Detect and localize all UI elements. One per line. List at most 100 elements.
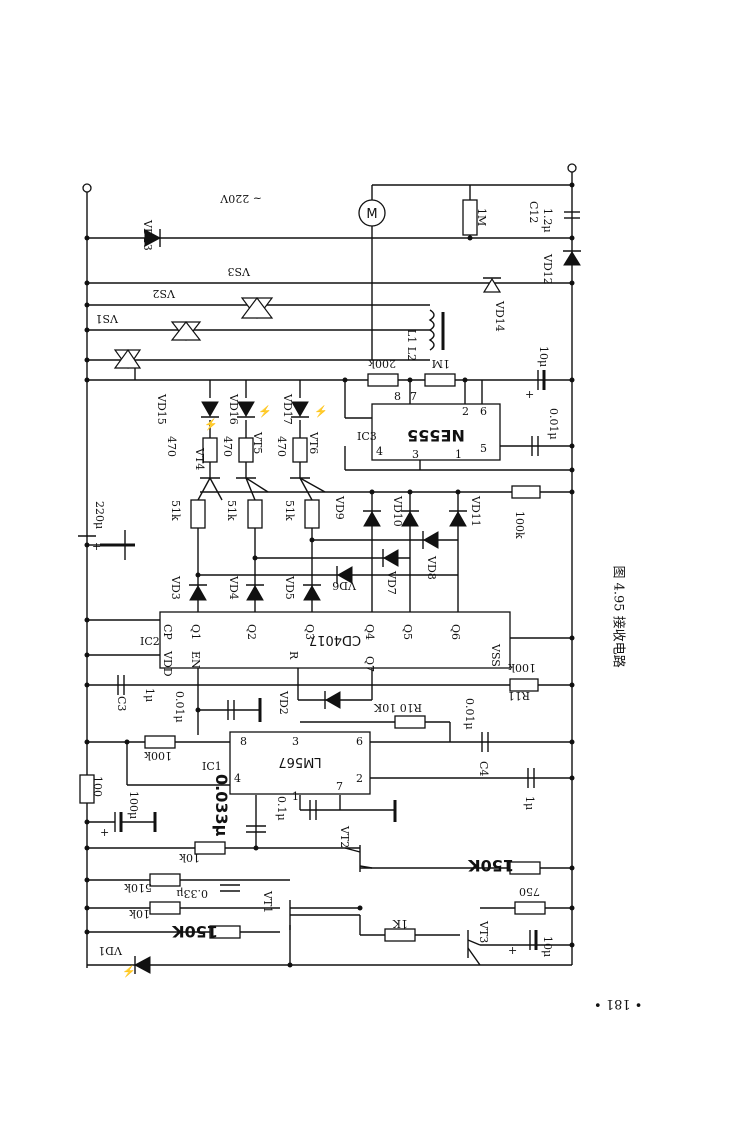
label-100k-555: 100k (513, 511, 526, 539)
capacitor-c12 (564, 211, 580, 219)
label-vd14: VD14 (493, 300, 506, 332)
label-10k-b: 10k (129, 907, 150, 920)
label-c12-val: 1.2μ (541, 208, 554, 233)
label-1m: 1M (432, 357, 450, 370)
junction-dots (84, 182, 575, 968)
capacitor-01u (309, 800, 397, 822)
label-q6: Q6 (449, 624, 462, 640)
label-vd6: VD6 (332, 579, 357, 592)
resistor-1k (384, 928, 416, 942)
svg-text:+: + (525, 388, 534, 401)
label-vd12: VD12 (541, 253, 554, 285)
lm567-label: LM567 (278, 754, 321, 769)
label-200k: 200k (368, 357, 396, 370)
label-cp: CP (161, 624, 174, 640)
capacitor-10u (537, 370, 546, 390)
label-033u: 0.33μ (176, 887, 208, 900)
diode-vd16 (237, 401, 255, 418)
label-r11: R11 (508, 689, 530, 702)
ic2-label: IC2 (140, 635, 160, 648)
label-vd7: VD7 (385, 570, 398, 595)
pin-3: 3 (412, 448, 419, 461)
transistor-vt3 (467, 930, 481, 966)
label-q7: Q7 (363, 656, 376, 672)
svg-text:⚡: ⚡ (122, 965, 136, 978)
diode-vd5 (303, 584, 321, 601)
label-470-2: 470 (221, 436, 234, 457)
label-mains: ~ 220V (219, 192, 262, 205)
label-c3: C3 (115, 696, 128, 711)
label-vd2: VD2 (277, 690, 290, 715)
label-q3: Q3 (303, 624, 316, 640)
resistor-100k-555 (511, 485, 541, 499)
capacitor-033u (220, 884, 240, 892)
resistor-150k-b (209, 925, 241, 939)
resistor-r11 (509, 678, 539, 692)
label-470-3: 470 (275, 436, 288, 457)
resistor-51k-3 (304, 499, 320, 529)
label-vd13: VD13 (141, 219, 154, 251)
capacitors (78, 211, 580, 950)
pin-2: 2 (462, 405, 469, 418)
svg-text:+: + (508, 944, 517, 957)
resistor-510k (149, 873, 181, 887)
diodes (113, 229, 581, 974)
label-vd9: VD9 (333, 495, 346, 520)
label-vd4: VD4 (227, 575, 240, 600)
inductor-l1l2 (428, 309, 445, 351)
label-vd15: VD15 (155, 393, 168, 425)
label-vs2: VS2 (153, 287, 176, 300)
pin-7b: 7 (336, 780, 343, 793)
cd4017-label: CD4017 (309, 632, 361, 647)
pin-3b: 3 (292, 735, 299, 748)
diode-vd9 (363, 510, 381, 527)
pin-8a: 8 (394, 390, 401, 403)
label-vt2: VT2 (338, 825, 351, 848)
diode-vd14 (482, 277, 502, 293)
resistor-51k-1 (190, 499, 206, 529)
label-10k-a: 10k (179, 851, 200, 864)
svg-text:⚡: ⚡ (204, 418, 218, 431)
label-51k-3: 51k (283, 500, 296, 521)
label-100u: 100μ (127, 791, 140, 819)
label-220u: 220μ (93, 501, 106, 529)
diode-vd11 (449, 510, 467, 527)
resistor-r10 (394, 715, 426, 729)
label-750: 750 (519, 885, 540, 898)
resistor-10k-b (149, 901, 181, 915)
diode-vd17 (291, 401, 309, 418)
label-vd8: VD8 (425, 555, 438, 580)
label-vd16: VD16 (227, 393, 240, 425)
ic1-label: IC1 (202, 760, 222, 773)
resistor-470-1 (202, 437, 218, 463)
motor-label: M (366, 207, 377, 222)
diode-vd13 (144, 229, 162, 247)
resistor-10k-a (194, 841, 226, 855)
resistor-470-3 (292, 437, 308, 463)
label-470-1: 470 (165, 436, 178, 457)
label-1u: 1μ (523, 796, 536, 810)
label-vdd: VDD (161, 650, 174, 677)
ic-lm567: LM567 IC1 (202, 731, 371, 795)
label-150k-a: 150K (468, 856, 514, 875)
label-001u-c: 0.01μ (463, 698, 476, 730)
label-10u-b: 10μ (541, 936, 554, 957)
transistor-vt1 (289, 900, 360, 965)
label-vt5: VT5 (251, 431, 264, 454)
transistors (197, 477, 481, 966)
diode-vd10 (401, 510, 419, 527)
resistor-150k-a (509, 861, 541, 875)
label-q1: Q1 (189, 624, 202, 640)
resistor-51k-2 (247, 499, 263, 529)
label-0033u: 0.033μ (212, 774, 231, 837)
resistor-470-2 (238, 437, 254, 463)
capacitor-001u-b (227, 698, 262, 722)
resistor-750 (514, 901, 546, 915)
diode-vd1 (133, 956, 151, 974)
label-vs1: VS1 (96, 312, 119, 325)
resistor-1m-top (462, 199, 478, 236)
diode-vd4 (246, 584, 264, 601)
ic3-label: IC3 (357, 430, 377, 443)
label-r-pin: R (287, 651, 300, 660)
diode-vd12 (563, 250, 581, 266)
